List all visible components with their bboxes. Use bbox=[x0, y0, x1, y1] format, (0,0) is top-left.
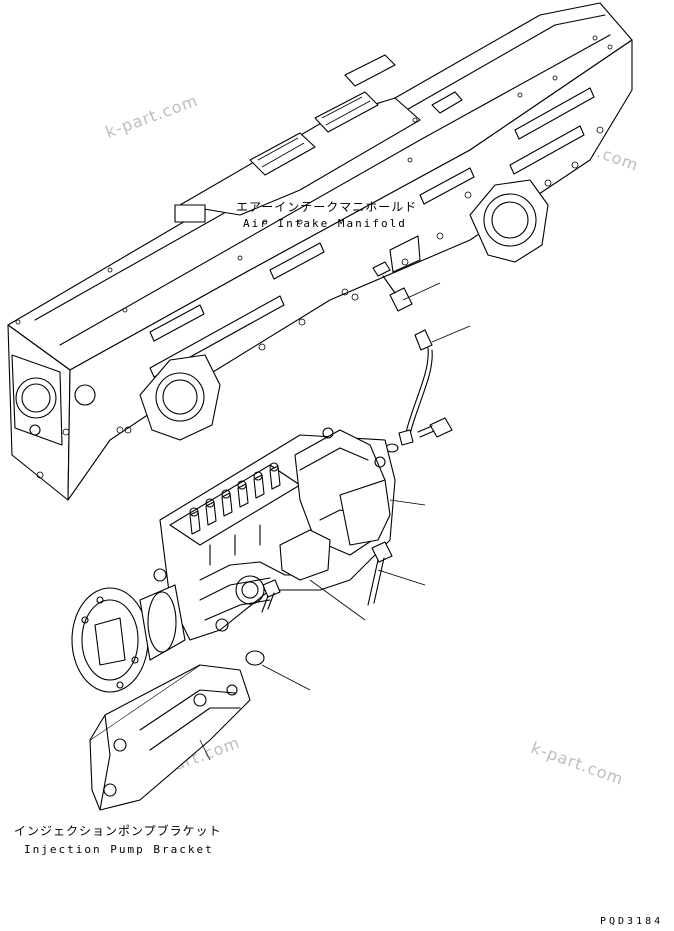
bleed-tube bbox=[398, 329, 433, 446]
leader-lines bbox=[199, 282, 471, 761]
tube-connector bbox=[372, 261, 413, 312]
short-bolt bbox=[261, 579, 281, 613]
manifold-label-jp: エアーインテークマニホールド bbox=[236, 200, 417, 214]
injection-pump bbox=[153, 427, 396, 641]
pump-coupling bbox=[71, 584, 186, 693]
watermark-bottom-right: k-part.com bbox=[529, 738, 627, 789]
air-intake-manifold bbox=[7, 2, 633, 501]
injection-pump-bracket bbox=[89, 664, 251, 811]
watermark-top-left: k-part.com bbox=[103, 91, 201, 142]
bracket-label-jp: インジェクションポンプブラケット bbox=[14, 823, 222, 838]
manifold-label-en: Air Intake Manifold bbox=[243, 217, 407, 230]
bracket-washer bbox=[245, 650, 265, 666]
long-bolt bbox=[367, 541, 393, 606]
figure-code: PQD3184 bbox=[600, 916, 663, 927]
banjo-bolt bbox=[417, 417, 453, 438]
bracket-label-en: Injection Pump Bracket bbox=[24, 843, 214, 856]
